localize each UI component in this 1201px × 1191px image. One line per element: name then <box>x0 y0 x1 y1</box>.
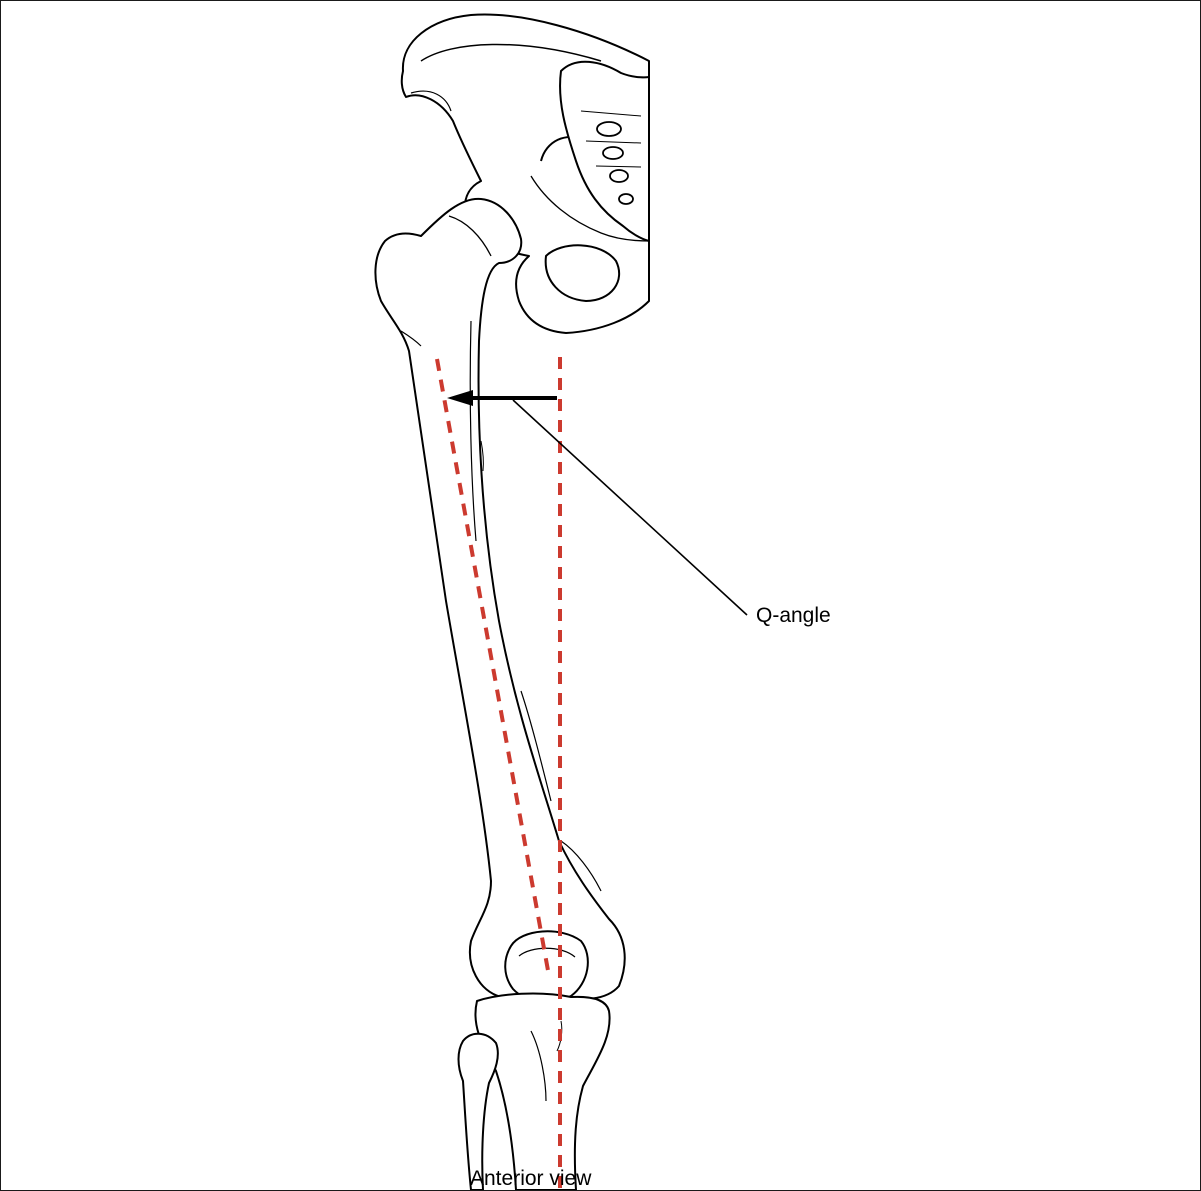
view-caption: Anterior view <box>470 1167 591 1191</box>
tibia <box>475 994 609 1190</box>
q-angle-leader-line <box>513 400 747 615</box>
q-angle-label: Q-angle <box>756 604 831 628</box>
